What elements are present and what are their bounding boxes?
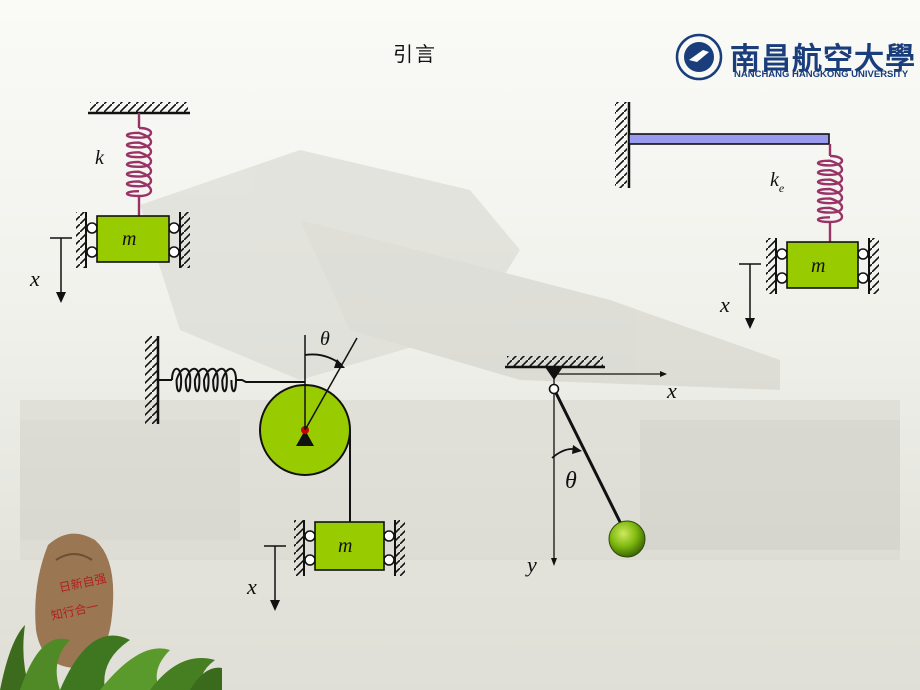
- grass-decoration: [0, 625, 222, 690]
- angle-label: θ: [320, 328, 330, 350]
- effective-stiffness-label: ke: [770, 169, 785, 195]
- pendulum-bob: [608, 520, 646, 558]
- stiffness-label: k: [95, 147, 105, 169]
- y-axis-label: y: [525, 552, 537, 577]
- pulley-spring-mass-system: θ m x: [145, 328, 405, 611]
- mass-block: [314, 521, 385, 571]
- spring-mass-system: k m x: [29, 102, 190, 303]
- cantilever-beam: [628, 133, 830, 145]
- spring: [816, 144, 844, 242]
- guide-left: [76, 212, 98, 268]
- university-seal-icon: [675, 33, 723, 81]
- pendulum-hinge: [548, 383, 560, 395]
- spring: [125, 113, 153, 216]
- mass-block: [96, 215, 170, 263]
- angle-label: θ: [565, 468, 577, 494]
- pendulum-rod: [552, 388, 626, 531]
- x-axis-label: x: [666, 378, 677, 403]
- guide-left: [294, 520, 316, 576]
- spring: [158, 367, 305, 393]
- mass-block: [786, 241, 859, 289]
- displacement-label: x: [246, 574, 257, 599]
- rotated-line: [304, 337, 358, 431]
- pivot-support: [296, 430, 314, 446]
- pendulum-system: x y θ: [505, 356, 677, 577]
- displacement-label: x: [29, 266, 40, 291]
- rock-decoration: 日新自强 知行合一: [35, 533, 114, 668]
- university-name-cn: 南昌航空大學: [730, 42, 916, 77]
- mass-label: m: [122, 228, 136, 250]
- mass-label: m: [811, 255, 825, 277]
- displacement-label: x: [719, 292, 730, 317]
- guide-left: [766, 238, 788, 294]
- cantilever-spring-mass-system: ke m x: [615, 102, 879, 329]
- university-name-en: NANCHANG HANGKONG UNIVERSITY: [734, 69, 909, 80]
- mass-label: m: [338, 535, 352, 557]
- slide-title: 引言: [393, 42, 437, 66]
- guide-right: [857, 238, 879, 294]
